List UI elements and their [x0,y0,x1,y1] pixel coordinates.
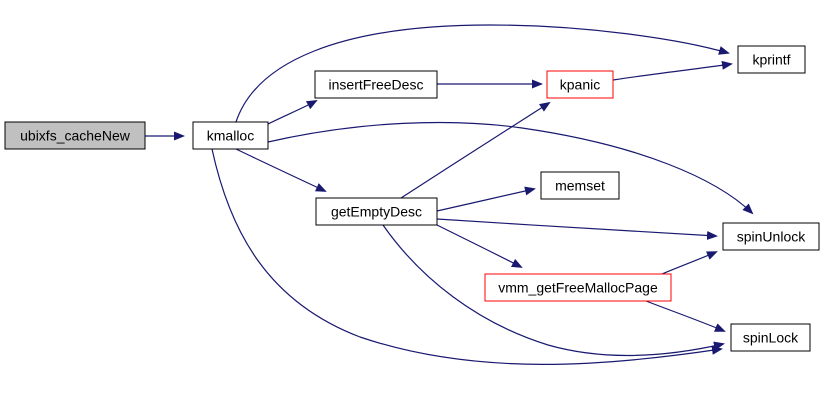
node-label-kpanic: kpanic [560,77,600,93]
edge-getEmptyDesc-to-vmm_getFreeMallocPage [436,224,523,268]
node-box-spinlock[interactable] [730,323,811,352]
edge-vmm_getFreeMallocPage-to-spinUnlock [661,251,718,275]
node-box-vmm-getfreemallocpage[interactable] [484,273,672,302]
node-box-getemptydesc[interactable] [315,197,438,226]
node-label-insertfreedesc: insertFreeDesc [329,77,424,93]
node-kprintf[interactable]: kprintf [737,45,806,74]
node-box-spinunlock[interactable] [722,222,820,251]
edge-getEmptyDesc-to-memset [436,186,536,212]
edge-kmalloc-to-insertFreeDesc [267,100,318,125]
node-kpanic[interactable]: kpanic [546,70,614,99]
node-label-kmalloc: kmalloc [207,128,254,144]
edge-getEmptyDesc-to-spinUnlock [436,218,718,240]
node-ubixfs-cachenew: ubixfs_cacheNew [4,121,146,150]
node-box-kmalloc[interactable] [192,121,269,150]
edge-vmm_getFreeMallocPage-to-spinLock [645,300,726,332]
node-label-memset: memset [555,178,605,194]
nodes-layer: ubixfs_cacheNew kmalloc insertFreeDesc kpan… [4,45,820,352]
node-box-kprintf[interactable] [737,45,806,74]
edge-getEmptyDesc-to-kpanic [400,101,551,199]
node-label-spinlock: spinLock [743,330,799,346]
node-box-memset[interactable] [540,171,620,200]
edges-layer [145,24,754,365]
edge-kmalloc-to-getEmptyDesc [235,148,327,192]
edge-kmalloc-to-spinUnlock [267,121,754,215]
node-vmm-getfreemallocpage[interactable]: vmm_getFreeMallocPage [484,273,672,302]
node-memset[interactable]: memset [540,171,620,200]
node-label-spinunlock: spinUnlock [737,229,806,245]
node-label-ubixfs-cachenew: ubixfs_cacheNew [20,128,131,144]
node-spinlock[interactable]: spinLock [730,323,811,352]
edge-kmalloc-to-kprintf [235,24,730,123]
node-label-kprintf: kprintf [752,52,790,68]
node-spinunlock[interactable]: spinUnlock [722,222,820,251]
node-box-ubixfs-cachenew [4,121,146,150]
node-box-insertfreedesc[interactable] [314,70,438,99]
edge-getEmptyDesc-to-spinLock [382,224,725,357]
node-insertfreedesc[interactable]: insertFreeDesc [314,70,438,99]
node-getemptydesc[interactable]: getEmptyDesc [315,197,438,226]
node-kmalloc[interactable]: kmalloc [192,121,269,150]
node-box-kpanic[interactable] [546,70,614,99]
node-label-getemptydesc: getEmptyDesc [331,204,422,220]
edge-kpanic-to-kprintf [612,60,733,81]
edge-kmalloc-to-spinLock [211,148,723,365]
node-label-vmm-getfreemallocpage: vmm_getFreeMallocPage [498,280,658,296]
